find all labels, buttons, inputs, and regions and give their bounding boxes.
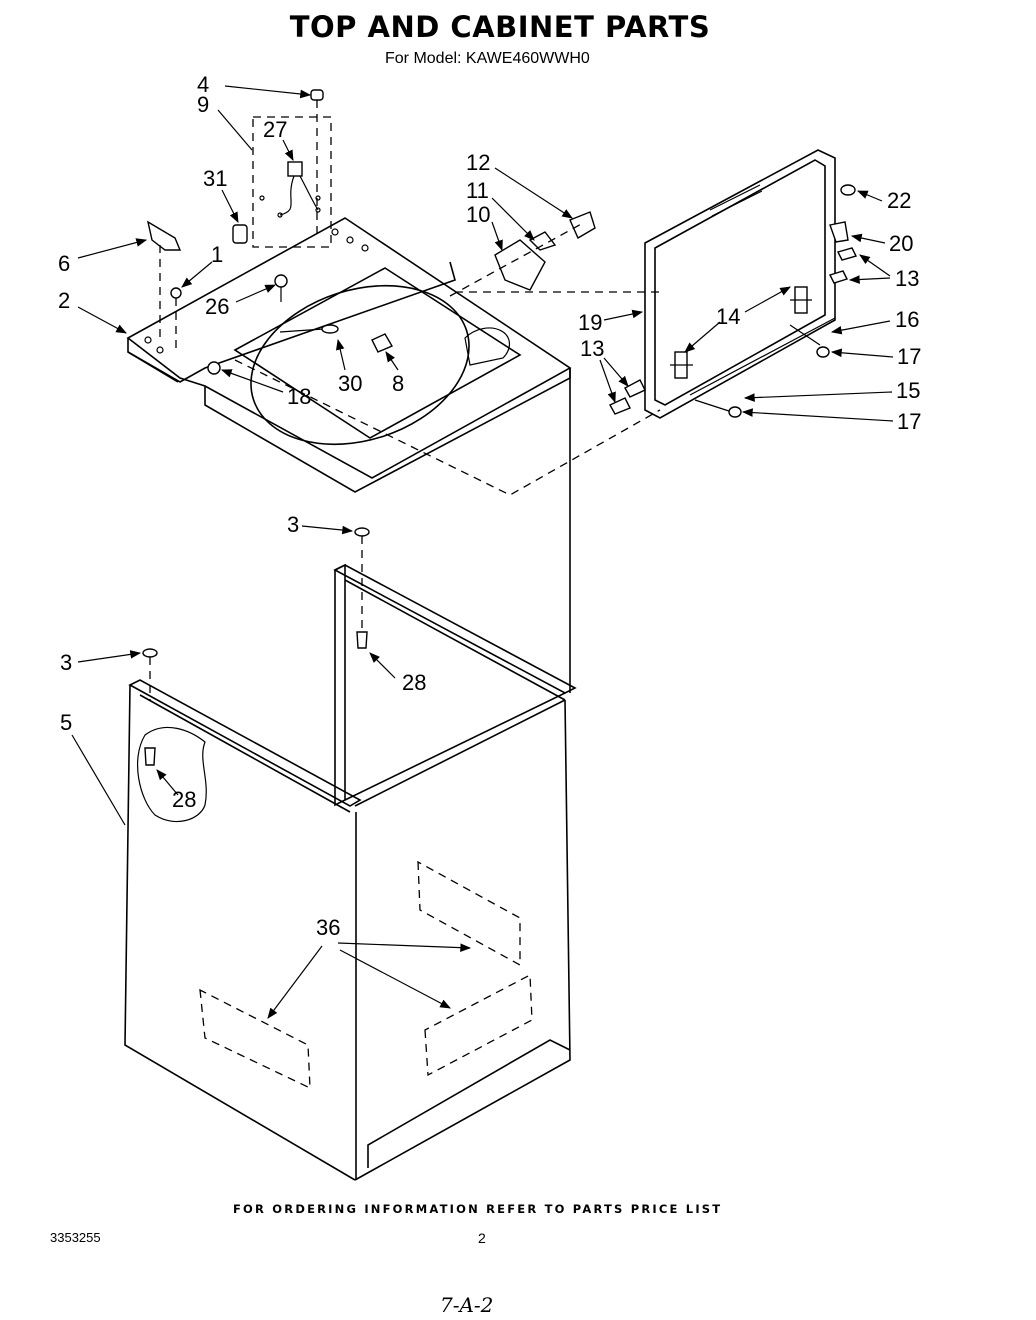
cabinet bbox=[124, 368, 577, 1181]
callout-16: 16 bbox=[895, 307, 919, 332]
callout-1: 1 bbox=[211, 242, 223, 267]
document-number: 3353255 bbox=[50, 1230, 101, 1245]
callout-8: 8 bbox=[392, 371, 404, 396]
callout-2: 2 bbox=[58, 288, 70, 313]
page-title: TOP AND CABINET PARTS bbox=[289, 10, 711, 44]
ordering-note: FOR ORDERING INFORMATION REFER TO PARTS … bbox=[233, 1202, 723, 1216]
callout-28-lower: 28 bbox=[172, 787, 196, 812]
callout-17-upper: 17 bbox=[897, 344, 921, 369]
callout-4: 4 bbox=[197, 72, 209, 97]
callout-22: 22 bbox=[887, 188, 911, 213]
callout-5: 5 bbox=[60, 710, 72, 735]
callout-9: 9 bbox=[197, 92, 209, 117]
callout-31: 31 bbox=[203, 166, 227, 191]
callout-labels: 4 9 27 31 6 1 2 26 12 11 10 30 8 18 19 1… bbox=[58, 72, 921, 940]
cabinet-fasteners bbox=[142, 527, 370, 766]
lid-hinge-parts bbox=[449, 211, 596, 297]
page-number: 2 bbox=[478, 1230, 486, 1246]
callout-11: 11 bbox=[466, 178, 489, 203]
callout-13-left: 13 bbox=[580, 336, 604, 361]
callout-12: 12 bbox=[466, 150, 490, 175]
callout-14: 14 bbox=[716, 304, 740, 329]
part-8 bbox=[371, 333, 394, 353]
part-1 bbox=[170, 287, 182, 299]
model-subtitle: For Model: KAWE460WWH0 bbox=[385, 50, 590, 67]
part-31 bbox=[232, 224, 248, 244]
callout-6: 6 bbox=[58, 251, 70, 276]
part-4 bbox=[310, 89, 324, 101]
callout-3-upper: 3 bbox=[287, 512, 299, 537]
part-6 bbox=[146, 220, 182, 251]
lid-switch-part bbox=[279, 161, 319, 216]
callout-28-upper: 28 bbox=[402, 670, 426, 695]
part-26 bbox=[274, 274, 288, 288]
callout-30: 30 bbox=[338, 371, 362, 396]
callout-36: 36 bbox=[316, 915, 340, 940]
top-panel bbox=[126, 217, 572, 493]
lid-assembly bbox=[609, 149, 858, 419]
callout-19: 19 bbox=[578, 310, 602, 335]
callout-10: 10 bbox=[466, 202, 490, 227]
callout-27: 27 bbox=[263, 117, 287, 142]
callout-18: 18 bbox=[287, 384, 311, 409]
callout-15: 15 bbox=[896, 378, 920, 403]
handwritten-note: 7-A-2 bbox=[440, 1293, 494, 1317]
console-panel-outline bbox=[252, 116, 332, 248]
callout-20: 20 bbox=[889, 231, 913, 256]
callout-17-lower: 17 bbox=[897, 409, 921, 434]
leader-lines bbox=[71, 85, 894, 1019]
callout-3-lower: 3 bbox=[60, 650, 72, 675]
part-18 bbox=[207, 361, 221, 375]
callout-26: 26 bbox=[205, 294, 229, 319]
callout-13-right: 13 bbox=[895, 266, 919, 291]
